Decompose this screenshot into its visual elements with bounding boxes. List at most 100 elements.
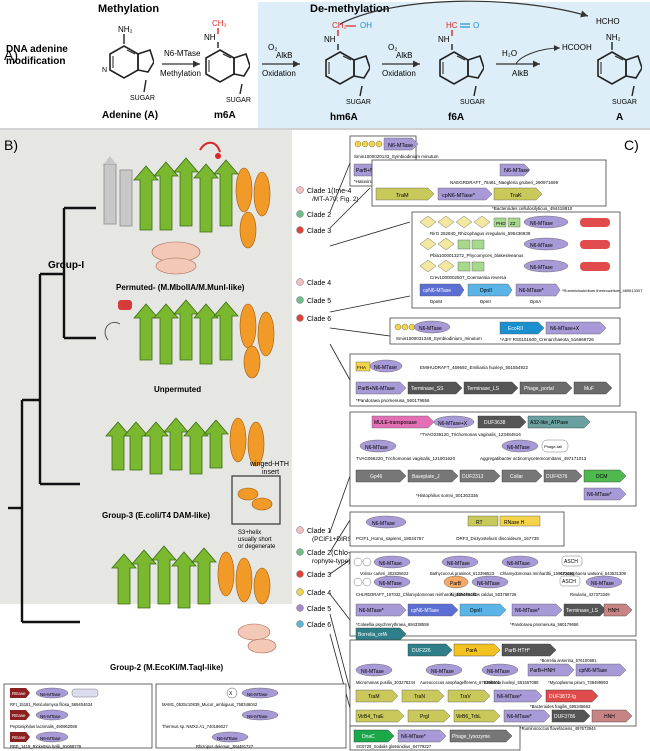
clade-legend: Clade 1(Ime-4/MT-A70; Fig. 2)Clade 2Clad… bbox=[296, 186, 359, 629]
svg-text:N6-MTase*: N6-MTase* bbox=[359, 608, 384, 614]
svg-text:DUF3786: DUF3786 bbox=[554, 714, 576, 720]
gene-box-4: N6-MTase Smin1000031348_Symbiodinium_min… bbox=[389, 317, 621, 345]
svg-text:EMIHUDRAFT_459692_Emiliania hu: EMIHUDRAFT_459692_Emiliania huxleyi_5515… bbox=[420, 365, 529, 370]
demethylation-title: De-methylation bbox=[310, 3, 390, 15]
svg-text:SUGAR: SUGAR bbox=[226, 97, 251, 104]
svg-text:Micromonas pusilla_303278244: Micromonas pusilla_303278244 bbox=[356, 680, 416, 685]
structure-permuted: Permuted- (M.MboIIA/M.MunI-like) bbox=[103, 141, 271, 292]
svg-text:Peptoniphilus lacrimalis_49096: Peptoniphilus lacrimalis_490962086 bbox=[10, 724, 78, 729]
molecule-hm6a: CH₂ OH NH SUGAR hm6A bbox=[324, 21, 372, 123]
svg-text:TraK: TraK bbox=[510, 193, 522, 199]
svg-text:Phage_lysozyme: Phage_lysozyme bbox=[452, 734, 490, 740]
svg-text:N6-MTase: N6-MTase bbox=[40, 736, 61, 741]
svg-text:SUGAR: SUGAR bbox=[346, 99, 371, 106]
svg-text:MULE-transposase: MULE-transposase bbox=[374, 420, 417, 426]
svg-text:N6-MTase*: N6-MTase* bbox=[497, 694, 522, 700]
svg-text:N6-MTase: N6-MTase bbox=[247, 692, 268, 697]
svg-text:Bathycoccus prasinos_612396523: Bathycoccus prasinos_612396523 bbox=[430, 571, 495, 576]
svg-text:VirB4_TraE: VirB4_TraE bbox=[358, 714, 384, 720]
structure-group-3: winged-HTH insert S3+helix usually short… bbox=[102, 417, 289, 550]
svg-text:DnaC: DnaC bbox=[362, 734, 375, 740]
svg-text:Thermus sp. NMX2.A1_740186027: Thermus sp. NMX2.A1_740186027 bbox=[162, 724, 228, 729]
lower-clade-3-label: Clade 3 bbox=[307, 572, 331, 579]
lower-clade-4-dot bbox=[296, 588, 304, 596]
upper-clade-6-label: Clade 6 bbox=[307, 316, 331, 323]
extra-box-left: REase N6-MTase RFI_15181_Reticulomyxa fi… bbox=[3, 683, 153, 749]
upper-clade-3-dot bbox=[296, 226, 304, 234]
svg-text:Terminase_LS: Terminase_LS bbox=[566, 608, 599, 614]
svg-text:N6-MTase*: N6-MTase* bbox=[587, 492, 612, 498]
svg-text:Crocosphaera watsonii_54353130: Crocosphaera watsonii_543531309 bbox=[560, 571, 627, 576]
svg-text:Rhizopus delemar_384491727: Rhizopus delemar_384491727 bbox=[196, 744, 254, 749]
svg-text:NH₂: NH₂ bbox=[118, 25, 133, 34]
structure-group-2: Group-2 (M.EcoKI/M.TaqI-like) bbox=[110, 545, 277, 672]
gene-box-9: DUF226 ParA ParB-HTH* *Borrelia anserina… bbox=[349, 639, 637, 731]
extra-box-middle: X N6-MTase MAM1_0525c10839_Mucor_ambiguu… bbox=[155, 683, 347, 749]
gene-box-10: DnaC N6-MTase* Phage_lysozyme SG0729_Sod… bbox=[349, 725, 521, 751]
svg-text:ParA: ParA bbox=[466, 648, 478, 654]
svg-text:N6-MTase: N6-MTase bbox=[487, 669, 510, 675]
svg-text:Oxidation: Oxidation bbox=[262, 69, 296, 78]
svg-text:*Bacteroides fragilis_69534566: *Bacteroides fragilis_695345663 bbox=[530, 704, 591, 709]
svg-text:Smin1000031348_Symbiodinium_mi: Smin1000031348_Symbiodinium_minutum bbox=[396, 336, 482, 341]
svg-text:Gp46: Gp46 bbox=[370, 474, 382, 480]
svg-text:H₂O: H₂O bbox=[502, 49, 517, 58]
svg-text:ORF3_Dictyostelium discoideum_: ORF3_Dictyostelium discoideum_167739 bbox=[456, 536, 539, 541]
winged-hth-box bbox=[231, 475, 281, 525]
structure-label-group-3: Group-3 (E.coli/T4 DAM-like) bbox=[102, 511, 210, 520]
lower-clade-3-dot bbox=[296, 570, 304, 578]
lower-clade-4-label: Clade 4 bbox=[307, 590, 331, 597]
lower-clade-1-label: Clade 1 bbox=[307, 528, 331, 535]
upper-clade-3-label: Clade 3 bbox=[307, 228, 331, 235]
molecule-label-m6a: m6A bbox=[214, 110, 236, 121]
svg-text:N6-MTase+X: N6-MTase+X bbox=[438, 421, 468, 427]
svg-text:N: N bbox=[102, 67, 107, 74]
svg-text:N6-MTase: N6-MTase bbox=[530, 265, 553, 271]
svg-text:Volvox carteri_302835622: Volvox carteri_302835622 bbox=[360, 571, 409, 576]
svg-text:Acidithiobacillus caldus_50376: Acidithiobacillus caldus_503768726 bbox=[450, 592, 517, 597]
structure-unpermuted: Unpermuted bbox=[104, 299, 275, 394]
svg-text:N6-MTase*: N6-MTase* bbox=[519, 288, 544, 294]
svg-text:DUF226: DUF226 bbox=[412, 648, 431, 654]
molecule-adenine: NH₂ N SUGAR Adenine (A) bbox=[102, 25, 158, 121]
svg-text:RFI_15181_Reticulomyxa filosa_: RFI_15181_Reticulomyxa filosa_569404634 bbox=[10, 702, 93, 707]
svg-text:HC: HC bbox=[446, 21, 458, 30]
svg-text:N6-MTase: N6-MTase bbox=[447, 561, 470, 567]
svg-text:*Pandoraea pnomenusa_560179656: *Pandoraea pnomenusa_560179656 bbox=[510, 622, 579, 627]
s3-helix-label-1: S3+helix bbox=[238, 530, 261, 536]
svg-text:RNase H: RNase H bbox=[504, 520, 525, 526]
lower-clade-5-label: Clade 5 bbox=[307, 606, 331, 613]
panel-b-label: B) bbox=[4, 137, 18, 153]
svg-text:N6-MTase: N6-MTase bbox=[477, 581, 500, 587]
svg-text:FHA: FHA bbox=[357, 365, 366, 370]
gene-box-5: FHA N6-MTase EMIHUDRAFT_459692_Emiliania… bbox=[349, 353, 621, 407]
svg-text:N6-MTase: N6-MTase bbox=[247, 714, 268, 719]
svg-text:DUF2313: DUF2313 bbox=[462, 474, 484, 480]
svg-text:Phage-tail: Phage-tail bbox=[544, 444, 562, 449]
methylation-arrow: N6-MTase Methylation bbox=[160, 49, 201, 78]
svg-text:N6-MTase: N6-MTase bbox=[164, 49, 201, 58]
hcho-label: HCHO bbox=[596, 17, 620, 26]
structure-label-group-2: Group-2 (M.EcoKI/M.TaqI-like) bbox=[110, 663, 224, 672]
svg-text:NAEGRDRAFT_76461_Naegleria gru: NAEGRDRAFT_76461_Naegleria gruberi_29097… bbox=[450, 180, 559, 185]
svg-text:VirB6_TrbL: VirB6_TrbL bbox=[456, 714, 481, 720]
structure-label-unpermuted: Unpermuted bbox=[154, 385, 201, 394]
svg-text:X: X bbox=[229, 691, 233, 697]
upper-clade-2-label: Clade 2 bbox=[307, 212, 331, 219]
svg-text:N6-MTase: N6-MTase bbox=[388, 143, 413, 149]
svg-text:Smin1000020133_Symbiodinium mi: Smin1000020133_Symbiodinium minutum bbox=[354, 154, 439, 159]
svg-text:N6-MTase: N6-MTase bbox=[530, 243, 553, 249]
svg-text:DpnM: DpnM bbox=[430, 299, 442, 304]
svg-text:DpnII: DpnII bbox=[480, 288, 492, 294]
svg-text:N6-MTase*: N6-MTase* bbox=[401, 734, 426, 740]
molecule-m6a: CH₃ NH SUGAR m6A bbox=[204, 19, 251, 121]
svg-text:*Ruminococcus flavefaciens_497: *Ruminococcus flavefaciens_497673944 bbox=[520, 726, 596, 731]
svg-text:AlkB: AlkB bbox=[276, 51, 292, 60]
lower-clade-1-sublabel: (PCIF1+DIRS1) bbox=[312, 536, 358, 543]
hth-insert-label-1: winged-HTH bbox=[249, 461, 289, 468]
svg-text:N6-MTase: N6-MTase bbox=[374, 365, 397, 371]
oxidation-arrow-1: O₂ AlkB Oxidation bbox=[262, 43, 300, 78]
molecule-f6a: HC O NH SUGAR f6A bbox=[438, 21, 485, 123]
svg-text:*TVAG039120_Trichomonas vagina: *TVAG039120_Trichomonas vaginalis_123484… bbox=[420, 432, 521, 437]
svg-text:*Mycoplasma pirum_738499893: *Mycoplasma pirum_738499893 bbox=[548, 680, 609, 685]
